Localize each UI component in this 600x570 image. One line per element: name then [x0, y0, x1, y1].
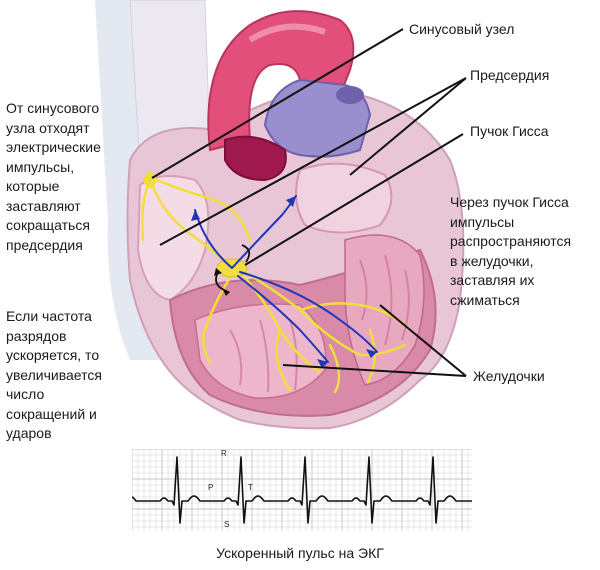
right-text-his-bundle: Через пучок Гисса импульсы распространяю…	[450, 193, 571, 310]
pulmonary-artery-opening	[336, 86, 364, 104]
curved-arrowhead	[222, 288, 230, 296]
ecg-trace	[131, 456, 472, 524]
leader-line-ventricles-1	[282, 364, 467, 377]
ecg-chart	[131, 448, 472, 531]
label-atria: Предсердия	[470, 67, 550, 83]
label-his-bundle: Пучок Гисса	[470, 123, 549, 139]
label-ventricles: Желудочки	[473, 368, 545, 384]
text-line: узла отходят	[6, 119, 90, 136]
ecg-label-t: T	[248, 483, 253, 492]
text-line: ударов	[6, 425, 52, 441]
text-line: импульсы	[450, 213, 515, 230]
text-line: предсердия	[6, 236, 83, 253]
text-line: увеличивается	[6, 366, 102, 383]
leader-line-atria-1	[159, 77, 467, 246]
leader-line-sinus-node	[151, 28, 404, 179]
ecg-label-r: R	[221, 449, 227, 458]
ventricle-trabeculae	[229, 254, 410, 393]
leader-line-atria-2	[349, 77, 467, 176]
text-line: Через пучок Гисса	[450, 194, 569, 210]
text-line: в желудочки,	[450, 252, 534, 269]
ecg-grid	[131, 448, 472, 531]
ecg-background	[132, 449, 472, 531]
text-line: сжиматься	[450, 291, 520, 308]
text-line: электрические	[6, 139, 101, 155]
left-text-frequency: Если частота разрядов ускоряется, то уве…	[6, 307, 102, 444]
ecg-caption: Ускоренный пульс на ЭКГ	[216, 545, 384, 561]
text-line: импульсы,	[6, 158, 75, 175]
sinus-node	[144, 172, 156, 188]
curved-arrowhead	[214, 268, 222, 276]
left-text-sinus-impulses: От синусового узла отходят электрические…	[6, 99, 101, 255]
ecg-label-p: P	[208, 483, 214, 492]
ecg-strip: R P T S	[131, 448, 472, 531]
text-line: разрядов	[6, 327, 67, 344]
impulse-arrowheads	[191, 196, 377, 368]
text-line: сокращений и	[6, 405, 97, 422]
left-atrium-chamber	[295, 162, 393, 234]
label-sinus-node: Синусовый узел	[409, 21, 515, 37]
text-line: распространяются	[450, 233, 572, 249]
leader-lines	[151, 28, 467, 377]
text-line: которые	[6, 178, 60, 194]
leader-line-ventricles-2	[379, 304, 467, 377]
aorta-highlight	[248, 23, 326, 43]
ecg-label-s: S	[224, 520, 230, 529]
aortic-valve	[224, 135, 287, 182]
text-line: От синусового	[6, 100, 100, 116]
leader-line-his-bundle	[244, 133, 464, 266]
text-line: число	[6, 386, 45, 402]
text-line: сокращаться	[6, 217, 90, 233]
aorta	[207, 10, 355, 152]
text-line: ускоряется, то	[6, 347, 100, 363]
text-line: заставляя их	[450, 272, 535, 288]
text-line: заставляют	[6, 197, 81, 214]
text-line: Если частота	[6, 308, 92, 324]
